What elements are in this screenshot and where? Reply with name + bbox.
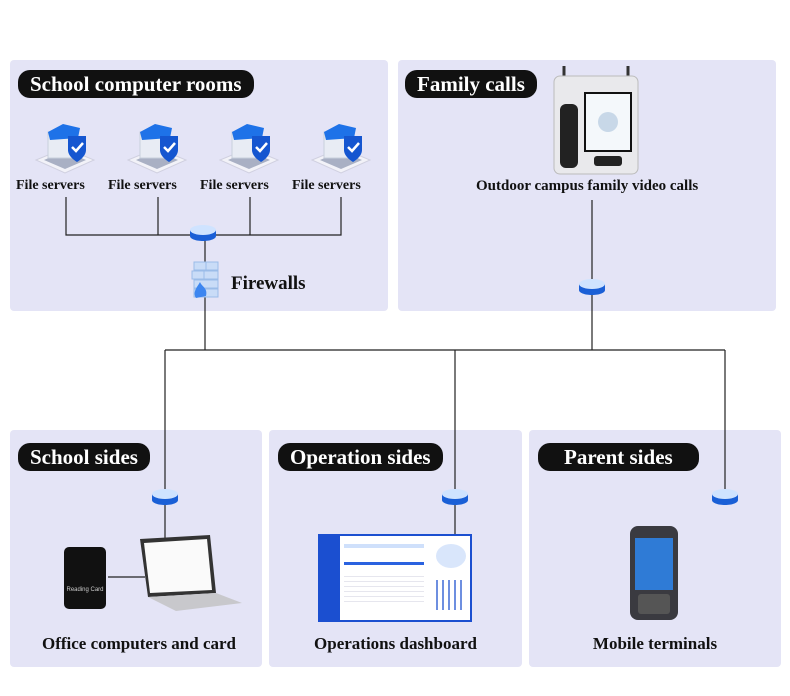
firewall-label: Firewalls [231, 273, 306, 294]
dashboard-screenshot [318, 534, 472, 622]
network-node-icon [152, 489, 178, 505]
card-text: Reading Card [66, 587, 104, 593]
server-label: File servers [292, 178, 361, 193]
network-node-icon [190, 225, 216, 241]
file-server-icon [310, 122, 372, 175]
device-label: Outdoor campus family video calls [476, 178, 699, 194]
video-call-terminal-icon [553, 66, 639, 175]
section-title: Operation sides [278, 443, 443, 471]
reading-card-icon: Reading Card [64, 547, 106, 609]
file-server-icon [126, 122, 188, 175]
file-server-icon [34, 122, 96, 175]
server-label: File servers [16, 178, 85, 193]
network-node-icon [442, 489, 468, 505]
network-node-icon [579, 279, 605, 295]
section-title: School computer rooms [18, 70, 254, 98]
server-label: File servers [200, 178, 269, 193]
section-title: Parent sides [538, 443, 699, 471]
firewall-icon [191, 261, 219, 298]
caption: Office computers and card [41, 634, 237, 653]
section-title: Family calls [405, 70, 537, 98]
network-node-icon [712, 489, 738, 505]
file-server-icon [218, 122, 280, 175]
caption: Operations dashboard [314, 634, 477, 653]
laptop-icon [140, 535, 242, 611]
section-title: School sides [18, 443, 150, 471]
caption: Mobile terminals [592, 634, 718, 653]
server-label: File servers [108, 178, 177, 193]
mobile-terminal-icon [630, 526, 678, 620]
